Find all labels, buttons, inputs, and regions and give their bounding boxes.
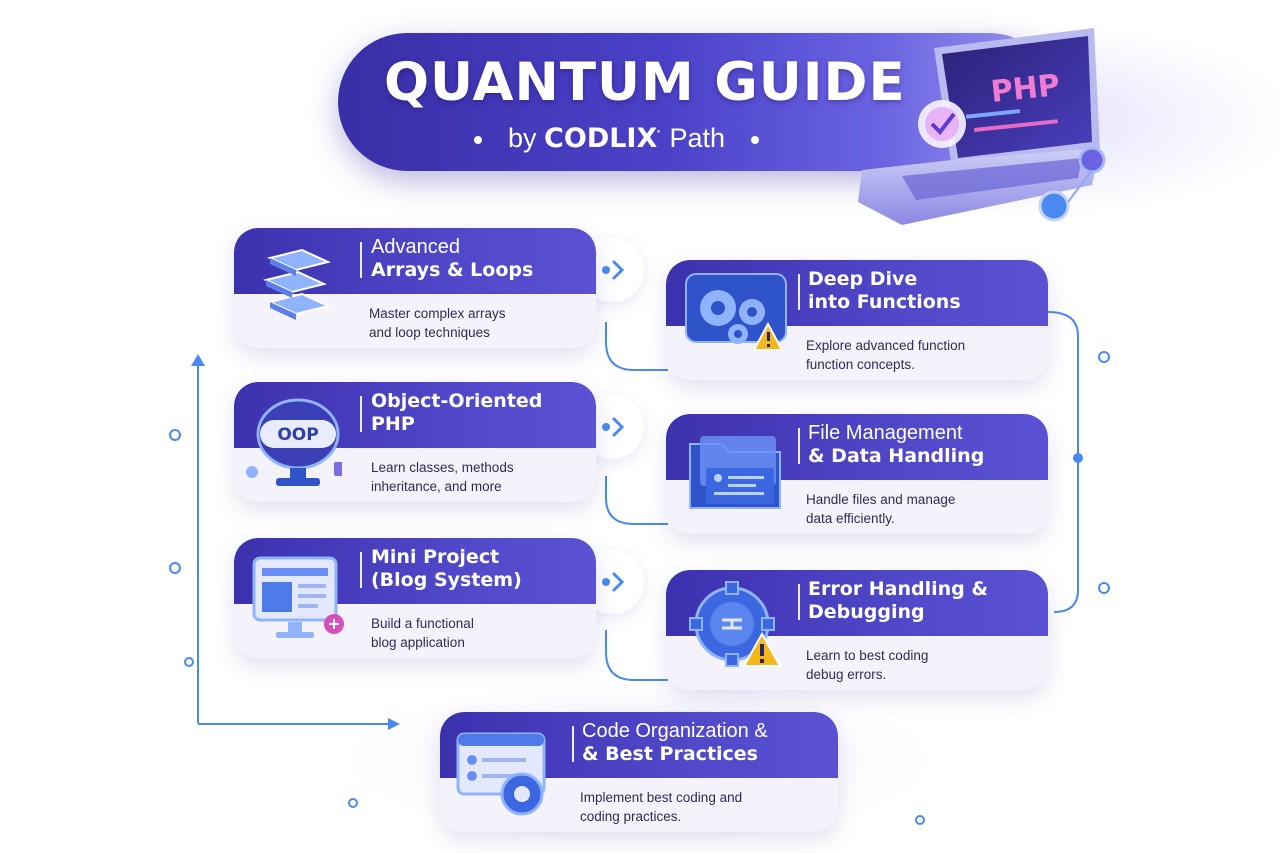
card-title: Advanced Arrays & Loops [371, 236, 534, 281]
card-title: Deep Dive into Functions [808, 268, 961, 313]
stacked-layers-icon [263, 248, 331, 320]
card-deep-dive-functions[interactable]: Deep Dive into Functions Explore advance… [666, 260, 1048, 380]
card-error-handling[interactable]: Error Handling & Debugging Learn to best… [666, 570, 1048, 690]
card-code-organization[interactable]: Code Organization & & Best Practices Imp… [440, 712, 838, 832]
card-advanced-arrays-loops[interactable]: Advanced Arrays & Loops Master complex a… [234, 228, 596, 348]
title-divider [798, 584, 800, 620]
brand-name: CODLIX [544, 123, 658, 154]
subtitle: by CODLIX· Path [474, 120, 814, 156]
card-title: Object-Oriented PHP [371, 390, 543, 435]
title-divider [360, 242, 362, 278]
card-title: Mini Project (Blog System) [371, 546, 522, 591]
folder-document-icon [689, 436, 781, 509]
title-divider [798, 428, 800, 464]
card-title: Error Handling & Debugging [808, 578, 988, 623]
gears-warning-icon [685, 273, 787, 351]
subtitle-by: by [508, 123, 537, 153]
card-mini-project-blog[interactable]: Mini Project (Blog System) Build a funct… [234, 538, 596, 658]
brand-mark: · [655, 120, 662, 142]
laptop-illustration-icon: PHP [858, 28, 1106, 225]
oop-badge-icon: OOP [246, 398, 342, 486]
card-object-oriented-php[interactable]: OOP Object-Oriented PHP Learn classes, m… [234, 382, 596, 502]
svg-text:PHP: PHP [989, 68, 1061, 110]
page-title: QUANTUM GUIDE [384, 52, 906, 113]
svg-text:OOP: OOP [277, 425, 318, 445]
code-window-gear-icon [456, 732, 546, 816]
subtitle-path: Path [669, 123, 726, 153]
card-title: File Management & Data Handling [808, 422, 985, 467]
card-title: Code Organization & & Best Practices [582, 720, 768, 765]
title-divider [360, 396, 362, 432]
title-divider [572, 726, 574, 762]
bullet-dot-icon [474, 135, 482, 144]
title-divider [360, 552, 362, 588]
card-file-management[interactable]: File Management & Data Handling Handle f… [666, 414, 1048, 534]
monitor-blog-icon [252, 556, 344, 638]
bullet-dot-icon [751, 135, 760, 144]
gear-warning-icon [689, 581, 782, 667]
title-divider [798, 274, 800, 310]
